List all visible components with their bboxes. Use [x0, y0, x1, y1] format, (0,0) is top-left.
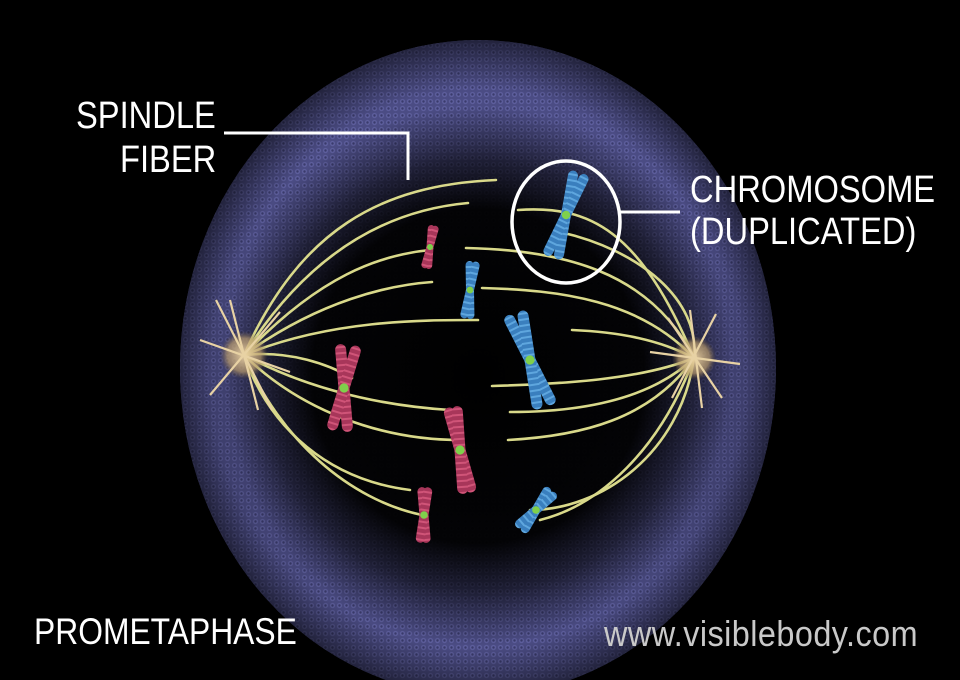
spindle-fiber — [242, 318, 480, 357]
chromosomes — [327, 170, 589, 543]
spindle-fiber — [516, 208, 696, 360]
phase-title: PROMETAPHASE — [34, 611, 297, 652]
centromere — [427, 244, 433, 250]
centromere — [466, 286, 474, 294]
cell — [180, 40, 776, 680]
chromosome-blue — [460, 261, 480, 319]
centrosome-left — [199, 299, 291, 411]
spindle-fiber-callout — [224, 131, 410, 180]
chromosome-label-line1: CHROMOSOME — [690, 169, 936, 211]
chromosome-red — [327, 344, 361, 432]
chromosome-blue — [515, 486, 557, 534]
spindle-fiber — [242, 353, 412, 492]
centrosome-right — [649, 309, 741, 409]
spindle-fiber — [508, 356, 696, 414]
chromosome-red — [421, 225, 439, 269]
spindle-fiber — [242, 178, 498, 357]
chromosome-red — [415, 487, 433, 543]
spindle-fiber-label-line2: FIBER — [120, 139, 217, 181]
centromere — [339, 383, 349, 393]
chromosome-red — [443, 406, 477, 494]
chromosome-highlight-circle — [510, 159, 622, 285]
centromere — [525, 355, 535, 365]
spindle-fiber — [242, 280, 434, 357]
centromere — [420, 511, 428, 519]
chromosome-callout — [510, 159, 680, 285]
spindle-fiber — [538, 356, 696, 522]
spindle-fiber-label-line1: SPINDLE — [76, 95, 216, 137]
spindle-fiber — [480, 286, 696, 360]
chromosome-blue — [504, 310, 556, 410]
spindle-fiber — [490, 356, 696, 388]
chromosome-blue — [543, 170, 589, 260]
chromosome-label-line2: (DUPLICATED) — [690, 211, 917, 253]
spindle-fiber — [506, 356, 696, 442]
spindle-fiber — [528, 356, 696, 512]
spindle-fiber — [242, 201, 470, 357]
centromere — [455, 445, 465, 455]
cell-interior — [210, 106, 746, 646]
spindle-fiber — [242, 248, 432, 357]
watermark: www.visiblebody.com — [604, 613, 919, 654]
centromere — [532, 506, 540, 514]
centromere — [561, 210, 571, 220]
